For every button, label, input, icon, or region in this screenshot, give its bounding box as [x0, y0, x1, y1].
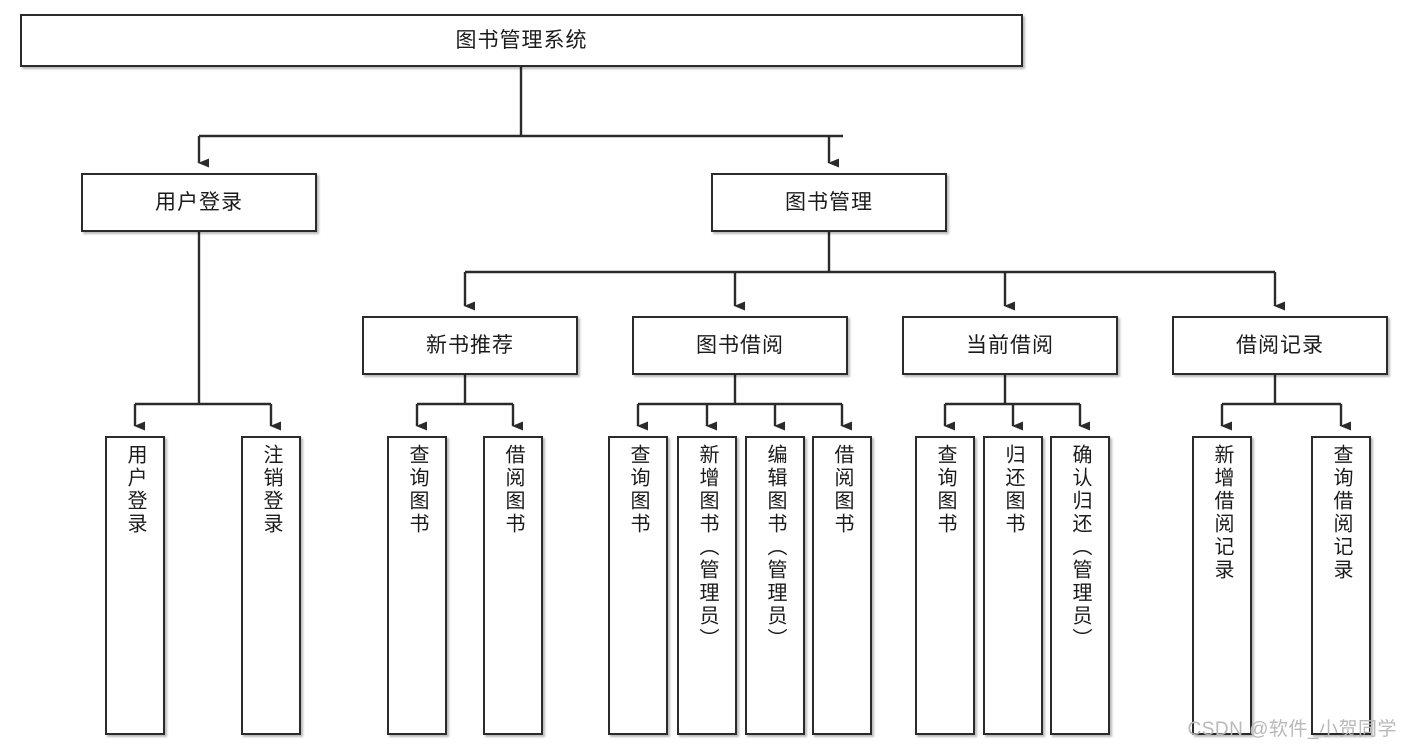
leaf-book-borrow-borrow[interactable]: 借阅图书 — [812, 436, 872, 735]
node-label: 编辑图书（管理员） — [764, 444, 786, 651]
node-label: 新书推荐 — [426, 333, 514, 357]
node-label: 新增图书（管理员） — [696, 444, 718, 651]
leaf-new-book-query[interactable]: 查询图书 — [387, 436, 447, 735]
node-label: 新增借阅记录 — [1211, 444, 1233, 582]
leaf-borrow-record-add[interactable]: 新增借阅记录 — [1192, 436, 1252, 735]
node-label: 借阅图书 — [831, 444, 853, 536]
leaf-new-book-borrow[interactable]: 借阅图书 — [483, 436, 543, 735]
node-label: 图书借阅 — [696, 333, 784, 357]
leaf-book-borrow-add[interactable]: 新增图书（管理员） — [677, 436, 737, 735]
csdn-watermark: CSDN @软件_小贺同学 — [1187, 719, 1397, 740]
node-label: 图书管理 — [785, 190, 873, 214]
node-label: 查询图书 — [934, 444, 956, 536]
node-book-borrow[interactable]: 图书借阅 — [632, 316, 848, 375]
node-label: 查询借阅记录 — [1330, 444, 1352, 582]
leaf-book-borrow-edit[interactable]: 编辑图书（管理员） — [745, 436, 805, 735]
node-label: 归还图书 — [1002, 444, 1024, 536]
node-user-login[interactable]: 用户登录 — [81, 173, 317, 232]
node-label: 当前借阅 — [966, 333, 1054, 357]
leaf-user-login-logout[interactable]: 注销登录 — [241, 436, 301, 735]
leaf-book-borrow-query[interactable]: 查询图书 — [608, 436, 668, 735]
leaf-borrow-record-query[interactable]: 查询借阅记录 — [1311, 436, 1371, 735]
leaf-current-borrow-confirm-return[interactable]: 确认归还（管理员） — [1050, 436, 1110, 735]
leaf-current-borrow-query[interactable]: 查询图书 — [915, 436, 975, 735]
node-book-management[interactable]: 图书管理 — [711, 173, 947, 232]
node-current-borrow[interactable]: 当前借阅 — [902, 316, 1118, 375]
node-label: 图书管理系统 — [455, 28, 588, 52]
node-label: 借阅记录 — [1236, 333, 1324, 357]
node-label: 查询图书 — [406, 444, 428, 536]
leaf-user-login-login[interactable]: 用户登录 — [105, 436, 165, 735]
node-label: 用户登录 — [124, 444, 146, 536]
node-root-book-management-system[interactable]: 图书管理系统 — [20, 14, 1023, 67]
node-label: 查询图书 — [627, 444, 649, 536]
node-new-book-recommend[interactable]: 新书推荐 — [362, 316, 578, 375]
node-label: 用户登录 — [155, 190, 243, 214]
leaf-current-borrow-return[interactable]: 归还图书 — [983, 436, 1043, 735]
node-label: 确认归还（管理员） — [1069, 444, 1091, 651]
node-borrow-record[interactable]: 借阅记录 — [1172, 316, 1388, 375]
node-label: 借阅图书 — [502, 444, 524, 536]
node-label: 注销登录 — [260, 444, 282, 536]
